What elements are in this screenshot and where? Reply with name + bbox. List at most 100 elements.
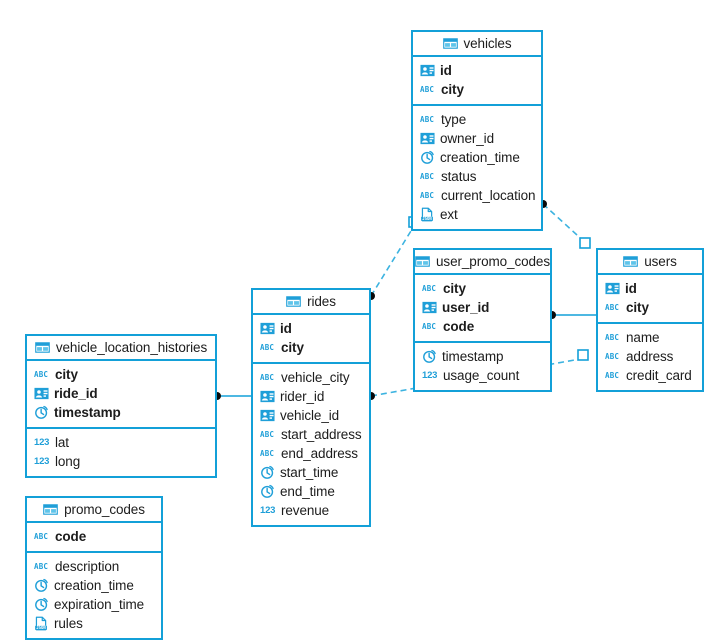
column-row[interactable]: ABC start_address <box>253 425 369 444</box>
field-label: start_address <box>281 427 362 442</box>
primary-key-row[interactable]: ABC city <box>27 365 215 384</box>
id-card-icon <box>420 131 435 146</box>
column-section: timestamp 123 usage_count <box>415 343 550 390</box>
field-label: credit_card <box>626 368 692 383</box>
column-row[interactable]: timestamp <box>415 347 550 366</box>
abc-icon: ABC <box>420 85 435 94</box>
table-title: user_promo_codes <box>436 254 550 269</box>
column-row[interactable]: end_time <box>253 482 369 501</box>
table-icon <box>35 340 50 355</box>
field-label: current_location <box>441 188 536 203</box>
abc-icon: ABC <box>34 370 49 379</box>
table-header-rides[interactable]: rides <box>253 290 369 315</box>
primary-key-row[interactable]: ABC city <box>413 80 541 99</box>
column-row[interactable]: expiration_time <box>27 595 161 614</box>
column-row[interactable]: start_time <box>253 463 369 482</box>
column-row[interactable]: 123 usage_count <box>415 366 550 385</box>
123-icon: 123 <box>422 370 438 381</box>
column-row[interactable]: creation_time <box>27 576 161 595</box>
primary-key-row[interactable]: user_id <box>415 298 550 317</box>
relationship-vehicle-location-histories-to-rides[interactable] <box>213 392 251 400</box>
field-label: expiration_time <box>54 597 145 612</box>
column-row[interactable]: vehicle_id <box>253 406 369 425</box>
table-title: users <box>644 254 677 269</box>
id-card-icon <box>420 63 435 78</box>
field-label: address <box>626 349 674 364</box>
primary-key-row[interactable]: timestamp <box>27 403 215 422</box>
field-label: rules <box>54 616 83 631</box>
clock-icon <box>34 405 49 420</box>
abc-icon: ABC <box>260 430 275 439</box>
id-card-icon <box>260 389 275 404</box>
field-label: ride_id <box>54 386 98 401</box>
field-label: type <box>441 112 467 127</box>
123-icon: 123 <box>34 437 50 448</box>
field-label: timestamp <box>442 349 504 364</box>
field-label: status <box>441 169 477 184</box>
field-label: ext <box>440 207 458 222</box>
table-icon <box>623 254 639 269</box>
field-label: code <box>443 319 475 334</box>
field-label: timestamp <box>54 405 121 420</box>
field-label: id <box>280 321 292 336</box>
field-label: city <box>441 82 464 97</box>
one-endpoint-square <box>577 349 589 361</box>
one-endpoint-square <box>579 237 591 249</box>
field-label: rider_id <box>280 389 325 404</box>
table-header-users[interactable]: users <box>598 250 702 275</box>
field-label: id <box>625 281 637 296</box>
table-header-vehicle_location_histories[interactable]: vehicle_location_histories <box>27 336 215 361</box>
field-label: owner_id <box>440 131 494 146</box>
column-row[interactable]: creation_time <box>413 148 541 167</box>
table-header-promo_codes[interactable]: promo_codes <box>27 498 161 523</box>
column-row[interactable]: rider_id <box>253 387 369 406</box>
primary-key-row[interactable]: id <box>413 61 541 80</box>
column-row[interactable]: owner_id <box>413 129 541 148</box>
relationship-line <box>542 203 589 246</box>
field-label: creation_time <box>440 150 520 165</box>
123-icon: 123 <box>260 505 276 516</box>
table-title: vehicles <box>463 36 512 51</box>
primary-key-row[interactable]: id <box>253 319 369 338</box>
table-header-user_promo_codes[interactable]: user_promo_codes <box>415 250 550 275</box>
column-row[interactable]: ABC address <box>598 347 702 366</box>
primary-key-row[interactable]: ride_id <box>27 384 215 403</box>
table-header-vehicles[interactable]: vehicles <box>413 32 541 57</box>
relationship-line <box>370 225 415 297</box>
relationship-user-promo-codes-to-users[interactable] <box>548 311 596 319</box>
field-label: city <box>55 367 78 382</box>
primary-key-row[interactable]: id <box>598 279 702 298</box>
field-label: usage_count <box>443 368 520 383</box>
abc-icon: ABC <box>605 352 620 361</box>
table-icon <box>43 502 58 517</box>
relationship-vehicles-to-users[interactable] <box>539 200 591 249</box>
